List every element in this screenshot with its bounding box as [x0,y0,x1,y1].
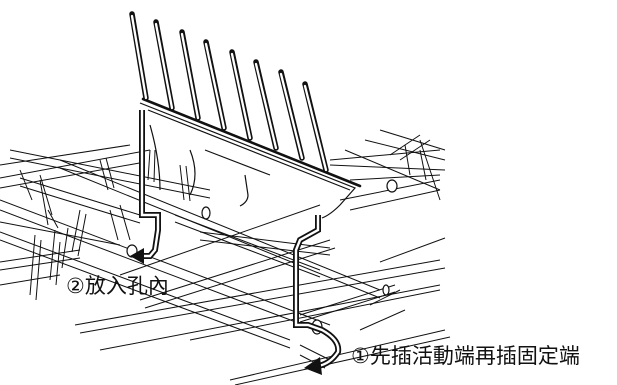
shelf-frame [139,102,357,219]
step-2-insert-arrow [130,110,161,264]
shelf-comb-tines [129,11,329,173]
shelf-rail [141,97,362,188]
shelf-comb-tines-inner [130,14,328,172]
step-1-insert-arrow [293,215,342,375]
basket-wire-grid [0,129,451,385]
step-1-label: ①先插活動端再插固定端 [351,344,580,368]
basket-hook-loops [126,179,398,335]
step-2-label: ②放入孔內 [66,274,169,298]
